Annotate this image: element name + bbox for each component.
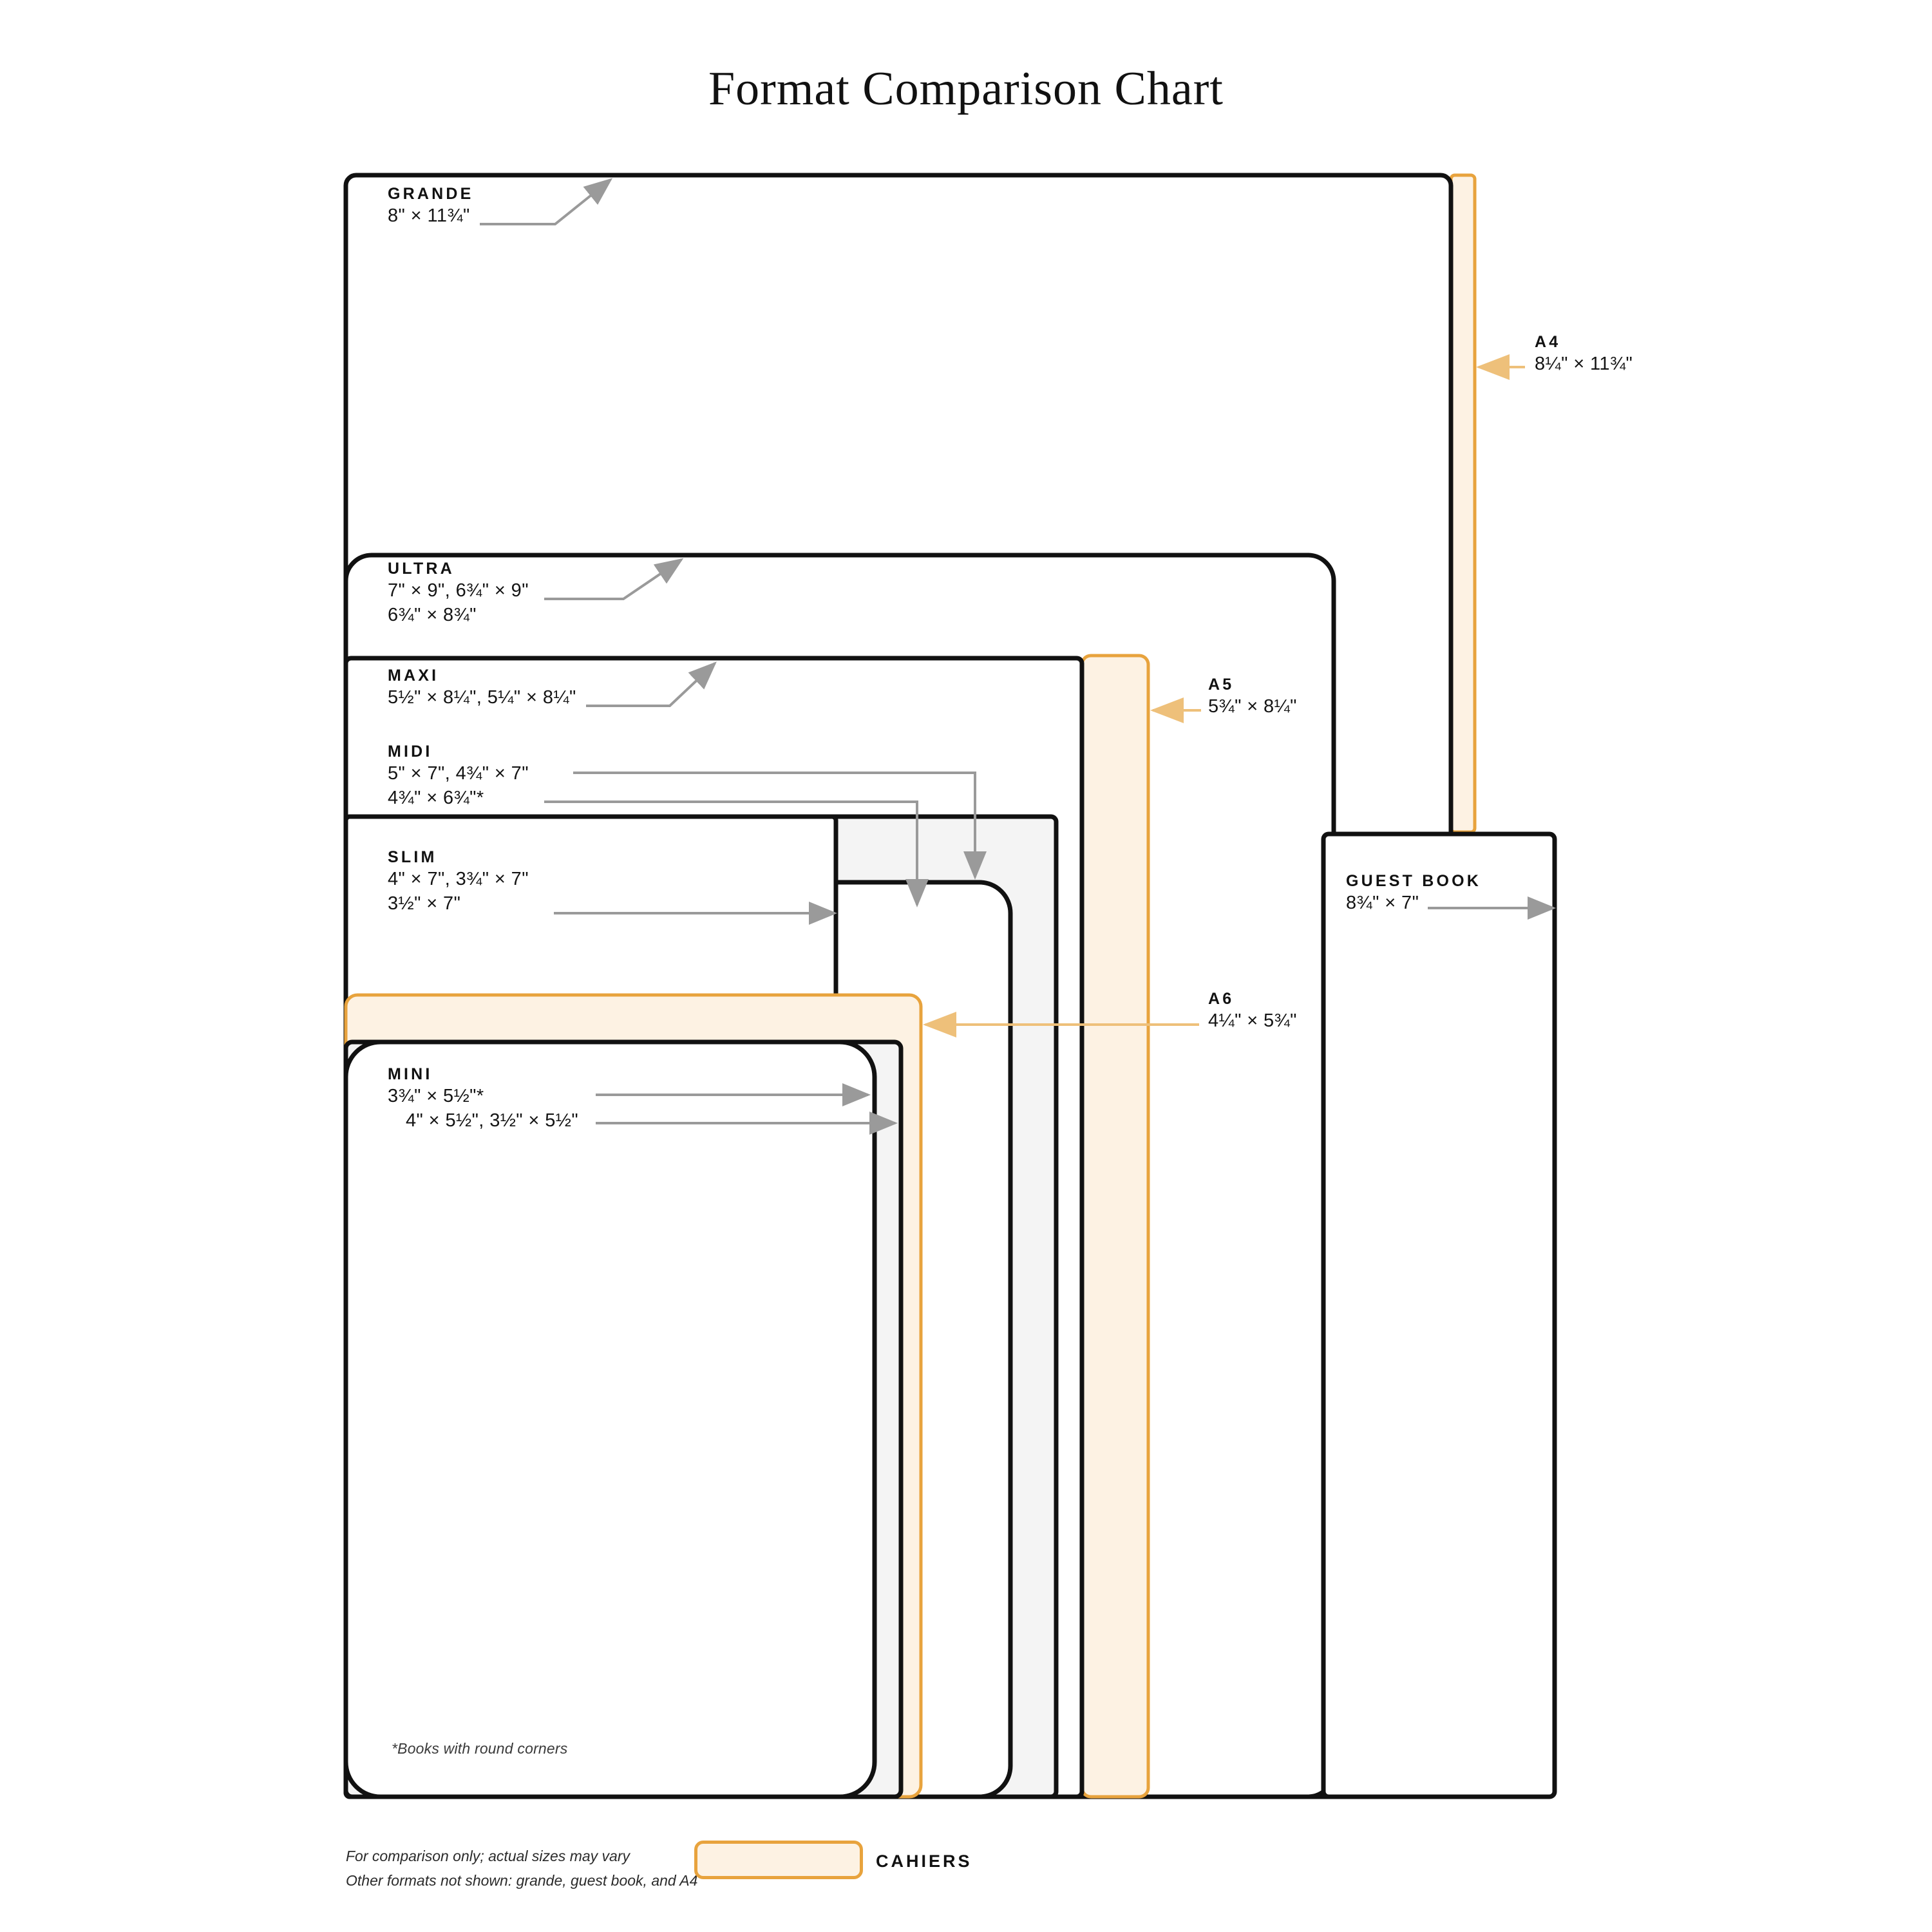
note-round-corners: *Books with round corners — [392, 1740, 568, 1757]
label-ultra-name: ULTRA — [388, 560, 455, 578]
label-slim-dim-1: 3½" × 7" — [388, 893, 461, 914]
label-mini-name: MINI — [388, 1065, 433, 1083]
label-mini-dim-0: 3¾" × 5½"* — [388, 1085, 484, 1106]
label-mini: MINI 3¾" × 5½"* 4" × 5½", 3½" × 5½" — [388, 1065, 579, 1133]
leader-maxi — [586, 661, 717, 707]
footer-note-line-1: For comparison only; actual sizes may va… — [346, 1848, 630, 1864]
label-a6-name: A6 — [1208, 990, 1235, 1008]
label-a5-name: A5 — [1208, 676, 1235, 694]
label-a6: A6 4¼" × 5¾" — [1208, 990, 1297, 1033]
label-ultra: ULTRA 7" × 9", 6¾" × 9" 6¾" × 8¾" — [388, 560, 529, 628]
label-a5: A5 5¾" × 8¼" — [1208, 676, 1297, 719]
legend-cahiers-label: CAHIERS — [876, 1852, 972, 1871]
leader-midi-2 — [544, 800, 929, 907]
page-title: Format Comparison Chart — [708, 62, 1224, 115]
footer-notes: For comparison only; actual sizes may va… — [346, 1844, 697, 1893]
format-rect-guest-book — [1321, 831, 1557, 1799]
label-guest-book-name: GUEST BOOK — [1346, 872, 1482, 890]
label-slim-name: SLIM — [388, 848, 437, 866]
label-grande: GRANDE 8" × 11¾" — [388, 185, 474, 228]
label-maxi-dim-0: 5½" × 8¼", 5¼" × 8¼" — [388, 687, 576, 708]
label-midi-dim-0: 5" × 7", 4¾" × 7" — [388, 762, 529, 784]
footer-note-line-2: Other formats not shown: grande, guest b… — [346, 1871, 698, 1889]
leader-midi-1 — [573, 772, 987, 880]
label-a6-dim-0: 4¼" × 5¾" — [1208, 1010, 1297, 1031]
label-midi: MIDI 5" × 7", 4¾" × 7" 4¾" × 6¾"* — [388, 743, 529, 811]
label-maxi-name: MAXI — [388, 667, 439, 685]
label-ultra-dim-0: 7" × 9", 6¾" × 9" — [388, 580, 529, 601]
label-slim-dim-0: 4" × 7", 3¾" × 7" — [388, 868, 529, 889]
legend-cahiers-swatch — [694, 1841, 863, 1879]
label-a4-dim-0: 8¼" × 11¾" — [1535, 353, 1633, 374]
label-midi-dim-1: 4¾" × 6¾"* — [388, 788, 484, 809]
leader-ultra — [544, 558, 684, 600]
label-grande-name: GRANDE — [388, 185, 474, 203]
format-rect-a4 — [1449, 173, 1477, 834]
label-guest-book-dim-0: 8¾" × 7" — [1346, 892, 1419, 913]
label-a5-dim-0: 5¾" × 8¼" — [1208, 696, 1297, 717]
label-slim: SLIM 4" × 7", 3¾" × 7" 3½" × 7" — [388, 848, 529, 916]
label-guest-book: GUEST BOOK 8¾" × 7" — [1346, 872, 1482, 915]
leader-grande — [480, 178, 613, 225]
format-rect-mini — [343, 1039, 877, 1799]
label-a4: A4 8¼" × 11¾" — [1535, 333, 1633, 376]
label-mini-dim-1: 4" × 5½", 3½" × 5½" — [406, 1110, 579, 1132]
label-ultra-dim-1: 6¾" × 8¾" — [388, 605, 477, 626]
label-a4-name: A4 — [1535, 333, 1561, 351]
label-midi-name: MIDI — [388, 743, 433, 761]
format-rect-a5 — [1080, 654, 1150, 1799]
label-maxi: MAXI 5½" × 8¼", 5¼" × 8¼" — [388, 667, 576, 710]
label-grande-dim-0: 8" × 11¾" — [388, 205, 470, 226]
